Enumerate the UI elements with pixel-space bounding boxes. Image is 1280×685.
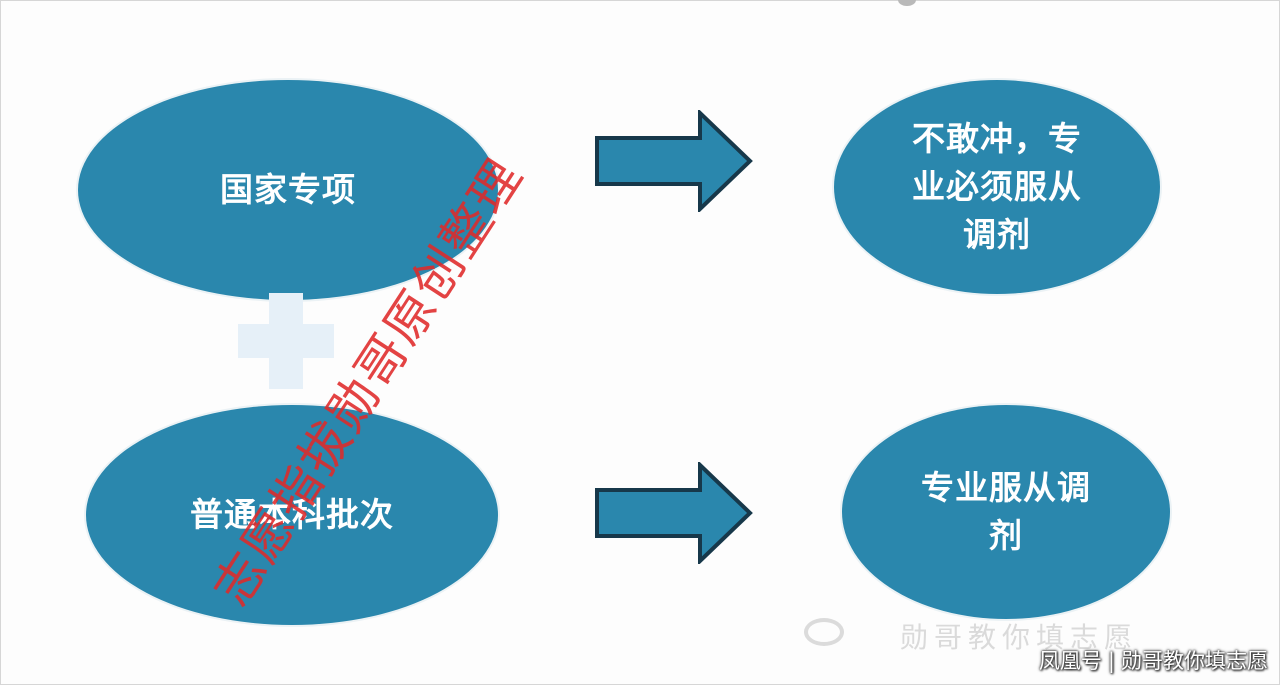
faint-logo: 勋哥教你填志愿 [804,614,1244,654]
source-credit: 凤凰号|勋哥教你填志愿 [1039,645,1268,675]
node-result-top-label: 不敢冲，专 业必须服从 调剂 [912,119,1082,254]
faint-logo-text: 勋哥教你填志愿 [900,621,1139,654]
node-regular-undergraduate: 普通本科批次 [86,405,498,625]
source-platform: 凤凰号 [1038,649,1102,673]
chat-bubble-icon [804,618,844,646]
source-account: 勋哥教你填志愿 [1121,649,1268,673]
right-arrow-icon [595,462,753,564]
source-separator: | [1107,649,1115,673]
node-result-bottom-label: 专业服从调 剂 [921,468,1091,555]
node-national-special-label: 国家专项 [220,170,356,209]
node-regular-undergraduate-label: 普通本科批次 [190,495,394,534]
node-national-special: 国家专项 [78,80,498,300]
top-edge-dot [898,0,916,6]
node-result-bottom: 专业服从调 剂 [842,405,1170,619]
right-arrow-icon [595,110,753,212]
plus-icon [238,293,334,389]
node-result-top: 不敢冲，专 业必须服从 调剂 [834,80,1160,294]
